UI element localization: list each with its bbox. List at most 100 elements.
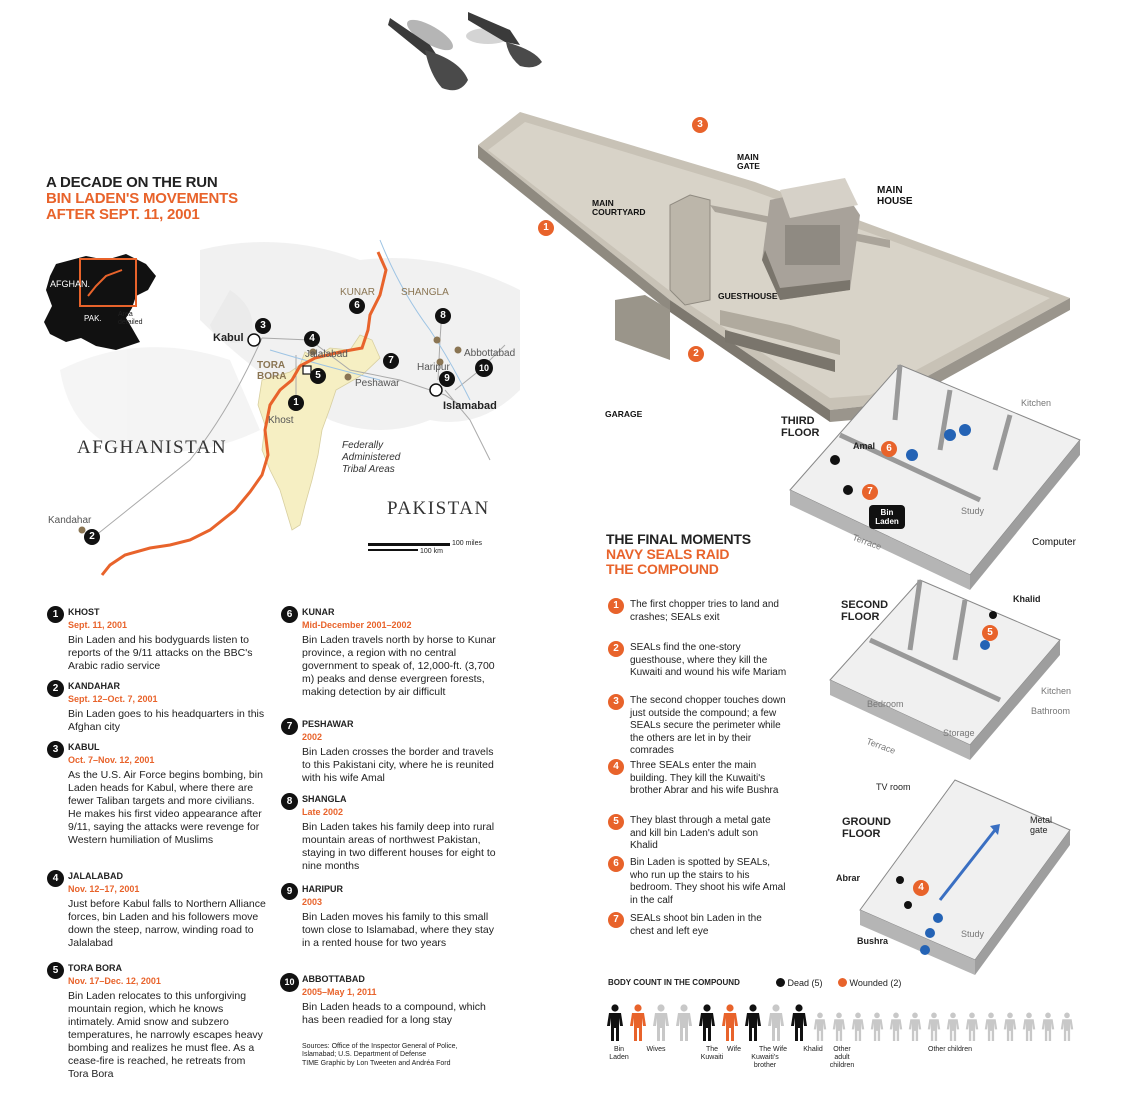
wounded-dot-icon [838, 978, 847, 987]
inset-label-afghan: AFGHAN. [50, 279, 91, 289]
inset-map [44, 254, 156, 350]
map-marker-9: 9 [439, 371, 455, 387]
afghan-pak-border [100, 251, 388, 576]
map-marker-8: 8 [435, 308, 451, 324]
legend-dead-label: Dead (5) [787, 978, 823, 988]
map-marker-4: 4 [304, 331, 320, 347]
event-name: HARIPUR [302, 884, 344, 894]
room-bedroom: Bedroom [867, 699, 904, 709]
header-line1: A DECADE ON THE RUN [46, 174, 218, 191]
label-afghanistan: AFGHANISTAN [77, 437, 228, 458]
event-name: ABBOTTABAD [302, 974, 365, 984]
label-ground-floor: GROUND FLOOR [842, 816, 891, 840]
label-bin-laden: Bin Laden [869, 505, 905, 529]
room-study-ground: Study [961, 929, 985, 939]
person-figure-other [1041, 1012, 1055, 1041]
event-name: KABUL [68, 742, 100, 752]
event-3: 3 KABUL Oct. 7–Nov. 12, 2001 As the U.S.… [47, 741, 268, 847]
event-date: Nov. 17–Dec. 12, 2001 [68, 976, 161, 986]
floor-marker-4: 4 [913, 880, 929, 896]
event-number: 10 [280, 973, 299, 992]
floor-plans [789, 364, 1081, 975]
person-figure-other [984, 1012, 998, 1041]
map-marker-7: 7 [383, 353, 399, 369]
garage [615, 295, 670, 360]
event-desc: Bin Laden crosses the border and travels… [302, 746, 494, 784]
label-garage: GARAGE [605, 409, 643, 419]
step-text: The first chopper tries to land and cras… [630, 599, 779, 623]
fig-label-wife2: Wife [773, 1046, 787, 1053]
fig-label-khalid: Khalid [803, 1046, 823, 1053]
event-desc: Bin Laden relocates to this unforgiving … [68, 990, 263, 1080]
step-number: 2 [608, 641, 624, 657]
credit: TIME Graphic by Lon Tweeten and Andréa F… [302, 1060, 451, 1067]
raid-title3: THE COMPOUND [606, 561, 719, 577]
event-date: 2003 [302, 897, 323, 907]
event-date: Nov. 12–17, 2001 [68, 884, 140, 894]
person-figure-dead [607, 1004, 623, 1041]
step-number: 5 [608, 814, 624, 830]
header-line3: AFTER SEPT. 11, 2001 [46, 206, 200, 223]
label-abrar: Abrar [836, 873, 861, 883]
step-text: SEALs find the one-story guesthouse, whe… [630, 642, 787, 678]
event-date: Mid-December 2001–2002 [302, 620, 412, 630]
person-figure-other [1060, 1012, 1074, 1041]
event-1: 1 KHOST Sept. 11, 2001 Bin Laden and his… [47, 606, 268, 673]
map-marker-2: 2 [84, 529, 100, 545]
capital-star-icon [247, 333, 443, 397]
person-figure-other [889, 1012, 903, 1041]
event-name: JALALABAD [68, 871, 123, 881]
label-khalid: Khalid [1013, 594, 1041, 604]
event-number: 1 [47, 606, 64, 623]
map-header: A DECADE ON THE RUN BIN LADEN'S MOVEMENT… [46, 175, 238, 223]
header-line2: BIN LADEN'S MOVEMENTS [46, 190, 238, 207]
place-shangla: SHANGLA [401, 287, 449, 298]
main-house [762, 178, 860, 300]
event-date: Oct. 7–Nov. 12, 2001 [68, 755, 155, 765]
person-figure-dead [791, 1004, 807, 1041]
map-marker-10: 10 [475, 359, 493, 377]
room-kitchen-second: Kitchen [1041, 686, 1072, 696]
event-desc: Bin Laden goes to his headquarters in th… [68, 708, 265, 733]
step-number: 7 [608, 912, 624, 928]
step-text: They blast through a metal gate and kill… [630, 815, 771, 851]
event-9: 9 HARIPUR 2003 Bin Laden moves his famil… [281, 883, 502, 950]
fig-label-bin-laden: Bin Laden [609, 1046, 629, 1061]
event-number: 5 [47, 962, 64, 979]
compound-marker-2: 2 [688, 346, 704, 362]
event-date: 2005–May 1, 2011 [302, 987, 377, 997]
event-date: Late 2002 [302, 807, 344, 817]
person-figure-other [768, 1004, 784, 1041]
person-figure-other [851, 1012, 865, 1041]
fig-label-wives: Wives [646, 1046, 666, 1053]
inset-silhouette [44, 254, 156, 350]
compound-marker-3: 3 [692, 117, 708, 133]
person-figure-other [1022, 1012, 1036, 1041]
second-floor-plan [829, 579, 1061, 760]
label-main-house: MAIN HOUSE [877, 185, 913, 207]
person-figure-other [676, 1004, 692, 1041]
place-abbottabad: Abbottabad [464, 348, 516, 359]
legend-wounded-label: Wounded (2) [849, 978, 902, 988]
event-name: KHOST [68, 607, 100, 617]
event-date: Sept. 12–Oct. 7, 2001 [68, 694, 158, 704]
person-figure-wounded [630, 1004, 646, 1041]
label-metal-gate: Metal gate [1030, 815, 1053, 835]
event-number: 9 [281, 883, 298, 900]
place-tora-bora: TORA BORA [257, 360, 287, 382]
body-count-title: BODY COUNT IN THE COMPOUND [608, 978, 740, 987]
event-name: KANDAHAR [68, 681, 120, 691]
raid-header: THE FINAL MOMENTS NAVY SEALS RAID THE CO… [606, 532, 751, 577]
event-name: KUNAR [302, 607, 335, 617]
label-main-courtyard: MAIN COURTYARD [592, 198, 646, 217]
person-figure-dead [699, 1004, 715, 1041]
label-third-floor: THIRD FLOOR [781, 415, 820, 439]
map-marker-6: 6 [349, 298, 365, 314]
person-figure-other [653, 1004, 669, 1041]
event-desc: Just before Kabul falls to Northern Alli… [68, 898, 266, 949]
person-figure-other [870, 1012, 884, 1041]
event-date: Sept. 11, 2001 [68, 620, 128, 630]
body-count-figures [606, 1004, 1116, 1044]
